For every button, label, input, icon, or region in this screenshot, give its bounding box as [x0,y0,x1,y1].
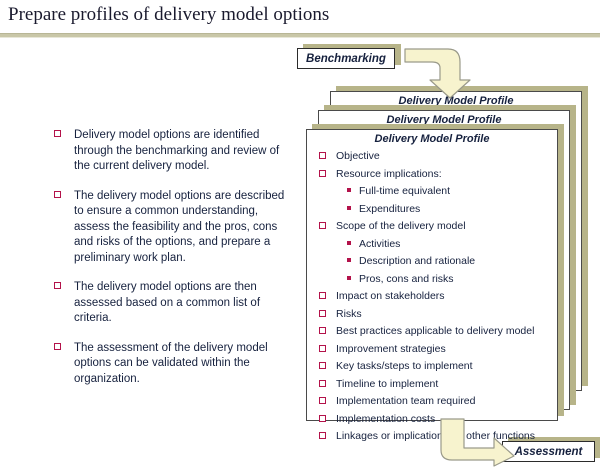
list-subitem: Description and rationale [319,255,549,267]
list-item-text: Impact on stakeholders [336,290,445,302]
list-subitem-text: Description and rationale [359,255,476,267]
elbow-arrow-down-icon [404,48,471,99]
list-item-text: Objective [336,150,380,162]
list-subitem: Full-time equivalent [319,185,549,197]
list-item: Risks [319,308,549,320]
list-item-text: Timeline to implement [336,377,439,390]
list-item-text: Risks [336,307,362,320]
square-bullet-icon [319,432,326,439]
profile-item-list: Objective Resource implications: Full-ti… [319,150,549,448]
square-bullet-icon [319,414,326,422]
list-item: The delivery model options are then asse… [54,280,294,327]
benchmarking-box[interactable]: Benchmarking [297,48,395,69]
list-item-text: Delivery model options are identified th… [74,129,280,172]
title-divider [0,33,600,38]
list-item: Scope of the delivery model [319,220,549,232]
list-item: The assessment of the delivery model opt… [54,341,294,388]
list-item-text: Scope of the delivery model [336,220,466,232]
card-title: Delivery Model Profile [398,95,514,107]
list-item: Implementation costs [319,413,549,425]
list-item: Resource implications: [319,168,549,180]
list-item: Implementation team required [319,395,549,407]
card-title: Delivery Model Profile [386,114,502,126]
list-subitem-text: Pros, cons and risks [359,272,454,285]
small-square-bullet-icon [347,258,351,262]
assessment-label: Assessment [514,445,583,458]
square-bullet-icon [319,344,326,352]
square-bullet-icon [319,397,326,404]
square-bullet-icon [319,379,326,387]
small-square-bullet-icon [347,188,351,192]
left-bullet-list: Delivery model options are identified th… [54,128,294,401]
list-item: Linkages or implications for other funct… [319,430,549,442]
list-subitem-text: Activities [359,237,401,250]
square-bullet-icon [54,130,61,137]
square-bullet-icon [54,342,61,350]
small-square-bullet-icon [347,205,351,210]
benchmarking-label: Benchmarking [306,52,386,65]
list-item-text: Resource implications: [336,167,442,180]
square-bullet-icon [319,222,326,229]
square-bullet-icon [319,327,326,334]
list-item: Improvement strategies [319,343,549,355]
list-item-text: Linkages or implications for other funct… [336,430,536,442]
list-item-text: The delivery model options are described… [74,189,285,264]
list-item-text: Implementation costs [336,412,436,425]
list-item: Timeline to implement [319,378,549,390]
small-square-bullet-icon [347,240,351,245]
list-subitem: Expenditures [319,203,549,215]
list-item: Delivery model options are identified th… [54,128,294,175]
list-item: The delivery model options are described… [54,189,294,267]
list-item-text: The delivery model options are then asse… [74,281,261,324]
list-item: Best practices applicable to delivery mo… [319,325,549,337]
list-subitem-text: Expenditures [359,202,421,215]
list-item-text: Best practices applicable to delivery mo… [336,325,535,337]
square-bullet-icon [319,152,326,159]
list-item-text: The assessment of the delivery model opt… [74,341,268,385]
square-bullet-icon [54,282,61,289]
list-item: Objective [319,150,549,162]
list-subitem-text: Full-time equivalent [359,185,451,197]
list-item: Impact on stakeholders [319,290,549,302]
list-item-text: Implementation team required [336,395,476,407]
square-bullet-icon [319,169,326,177]
profile-card-front[interactable]: Delivery Model Profile Objective Resourc… [306,129,558,442]
assessment-box[interactable]: Assessment [502,441,595,462]
square-bullet-icon [319,292,326,299]
list-subitem: Pros, cons and risks [319,273,549,285]
square-bullet-icon [54,190,61,198]
square-bullet-icon [319,362,326,369]
page-title: Prepare profiles of delivery model optio… [8,4,330,25]
small-square-bullet-icon [347,275,351,280]
list-item-text: Improvement strategies [336,342,446,355]
elbow-arrow-right-icon [440,418,515,467]
list-subitem: Activities [319,238,549,250]
card-title: Delivery Model Profile [374,133,490,145]
list-item: Key tasks/steps to implement [319,360,549,372]
square-bullet-icon [319,309,326,317]
list-item-text: Key tasks/steps to implement [336,360,473,372]
